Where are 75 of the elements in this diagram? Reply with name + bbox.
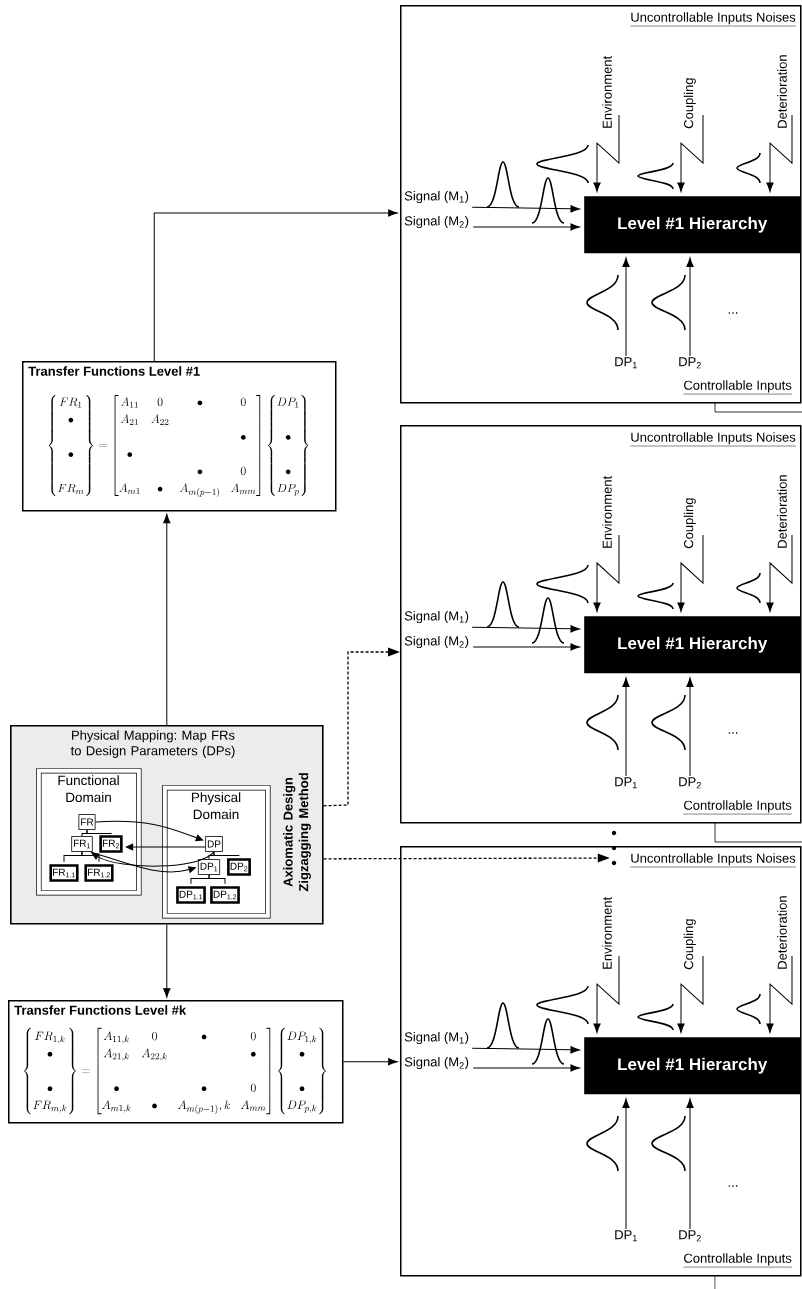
arrow: [570, 1064, 580, 1072]
hierarchy-box: FR: [78, 814, 96, 830]
arrow: [95, 820, 204, 842]
hierarchy-box: DP$_{1}$: [197, 859, 221, 875]
arrow: [686, 257, 694, 357]
noise-label: Deterioration: [777, 55, 787, 128]
arrow: [622, 257, 630, 357]
arrow: [570, 1046, 580, 1054]
hierarchy-box: DP$_{1.1}$: [176, 886, 206, 904]
noise-label: Deterioration: [777, 896, 787, 969]
arrow: [593, 955, 620, 1033]
function-box: Transfer Functions Level #1 $\left\{\begin{matrix}FR_{1}\\\bullet\\ \\\bullet\\ \\FR_{m}\end{matrix}\right\}=\left[\begin{matrix}A_{11}&0&\bullet&0\\A_{21}&A_{22}&&\\&&&\bullet\\\bullet&&&\\&&\bullet&0\\A_{m1}&\bullet&A_{m(p-1)}&A_{mm}\end{matrix}\right]\left\{\begin{matrix}DP_{1}\\ \\\bullet\\ \\\bullet\\DP_{p}\end{matrix}\right\}$: [22, 361, 337, 512]
arrow: [343, 1058, 398, 1066]
arrow: [593, 534, 620, 612]
connector-line: [208, 874, 226, 885]
arrow: [125, 843, 206, 851]
noise-label: Coupling: [683, 78, 696, 129]
arrow: [677, 534, 704, 612]
noise-label: Coupling: [683, 498, 696, 549]
arrow: [766, 955, 793, 1033]
arrow: [163, 924, 171, 998]
parameter-label: DP$_{2}$: [679, 1230, 701, 1242]
noise-label: Environment: [602, 55, 612, 128]
signal-label: Signal (M$_{2}$): [404, 215, 469, 229]
noise-label: Environment: [602, 475, 612, 548]
arrow: [153, 209, 398, 362]
noise-label: Environment: [602, 896, 612, 969]
noise-label: Deterioration: [777, 475, 787, 548]
arrow: [593, 114, 620, 192]
arrow: [322, 853, 610, 863]
arrow: [622, 677, 630, 777]
ellipsis-text: ...: [728, 1185, 738, 1187]
connector-line: [81, 851, 100, 863]
parameter-label: DP$_{1}$: [615, 777, 637, 789]
parameter-label: DP$_{2}$: [679, 357, 701, 369]
parameter-label: DP$_{2}$: [679, 777, 701, 789]
parameter-label: DP$_{1}$: [615, 1230, 637, 1242]
arrow: [766, 534, 793, 612]
connector-line: [86, 829, 112, 834]
hierarchy-box: FR$_{1.1}$: [49, 864, 79, 882]
arrow: [322, 647, 400, 807]
arrow: [622, 1098, 630, 1230]
ellipsis-text: ...: [728, 732, 738, 734]
arrow: [677, 114, 704, 192]
arrow: [766, 114, 793, 192]
arrow: [686, 677, 694, 777]
function-box: Transfer Functions Level #k $\left\{\begin{matrix}FR_{1,k}\\\bullet\\ \\\bullet\\FR_{m,k}\end{matrix}\right\}=\left[\begin{matrix}A_{11,k}&0&\bullet&0\\A_{21,k}&A_{22,k}&&\bullet\\ &&&\\\bullet&&\bullet&0\\A_{m1,k}&\bullet&A_{m(p-1)},k&A_{mm}\end{matrix}\right]\left\{\begin{matrix}DP_{1,k}\\\bullet\\ \\\bullet\\DP_{p,k}\end{matrix}\right\}$: [8, 1000, 344, 1124]
arrow: [90, 851, 196, 873]
ellipsis-text: ...: [728, 312, 738, 314]
hierarchy-box: DP$_{1.2}$: [210, 886, 240, 904]
arrow: [570, 223, 580, 231]
noise-label: Coupling: [683, 919, 696, 970]
signal-label: Signal (M$_{1}$): [404, 610, 469, 624]
hierarchy-box: DP$_{2}$: [227, 858, 251, 876]
arrow: [686, 1098, 694, 1230]
hierarchy-box: FR$_{1}$: [71, 836, 93, 852]
process-box: Level #1 Hierarchy: [584, 196, 801, 254]
arrow: [570, 205, 580, 213]
process-box: Level #1 Hierarchy: [584, 616, 801, 674]
parameter-label: DP$_{1}$: [615, 357, 637, 369]
signal-label: Signal (M$_{2}$): [404, 635, 469, 649]
arrow: [677, 955, 704, 1033]
connector-line: [213, 851, 240, 857]
signal-label: Signal (M$_{1}$): [404, 1031, 469, 1045]
arrow: [570, 643, 580, 651]
process-box: Level #1 Hierarchy: [584, 1037, 801, 1095]
arrow: [570, 625, 580, 633]
arrow: [163, 513, 171, 726]
arrow: [91, 851, 215, 867]
ellipsis-dots: [611, 830, 617, 866]
signal-label: Signal (M$_{1}$): [404, 190, 469, 204]
hierarchy-box: FR$_{2}$: [99, 835, 123, 853]
hierarchy-box: FR$_{1.2}$: [84, 864, 114, 882]
signal-label: Signal (M$_{2}$): [404, 1056, 469, 1070]
hierarchy-box: DP: [205, 836, 223, 852]
